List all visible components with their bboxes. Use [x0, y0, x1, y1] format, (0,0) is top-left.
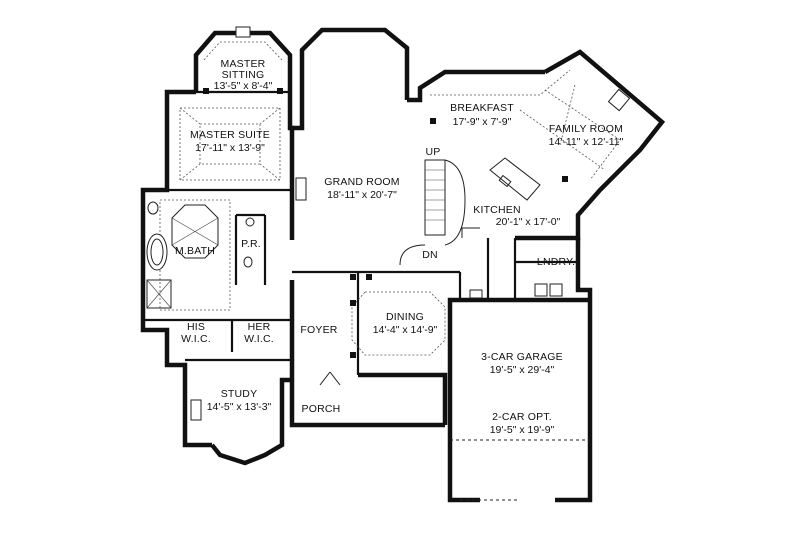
kitchen-island-icon: [489, 157, 541, 201]
range-icon: [469, 289, 483, 299]
family-room-dim: 14'-11" x 12'-11": [549, 136, 624, 148]
study-fireplace-icon: [190, 399, 202, 421]
pr-name: P.R.: [241, 238, 261, 250]
pr-toilet-icon: [243, 256, 253, 268]
master-sitting-name-1: MASTER: [221, 58, 266, 70]
master-suite-wall: [140, 89, 212, 448]
breakfast-dim: 17'-9" x 7'-9": [453, 116, 512, 128]
dining-dim: 14'-4" x 14'-9": [373, 324, 438, 336]
fireplace-icon: [295, 177, 307, 201]
garage-left-wall: [447, 297, 480, 503]
master-sitting-dim: 13'-5" x 8'-4": [214, 80, 273, 92]
garage-opt-dim: 19'-5" x 19'-9": [490, 424, 555, 436]
bath-vanity-icon: [171, 204, 219, 259]
her-wic-name-2: W.I.C.: [244, 333, 274, 345]
front-door-icon: [319, 371, 341, 386]
porch-wall: [289, 385, 445, 428]
master-suite-dim: 17'-11" x 13'-9": [195, 142, 265, 154]
master-sitting-name-2: SITTING: [222, 69, 265, 81]
grand-room-bay-wall: [292, 27, 410, 131]
stair-down-label: DN: [422, 249, 438, 261]
bathtub-icon: [146, 233, 168, 271]
garage-dim: 19'-5" x 29'-4": [490, 364, 555, 376]
grand-room-name: GRAND ROOM: [324, 176, 400, 188]
shower-icon: [146, 279, 172, 309]
pr-sink-icon: [245, 217, 255, 227]
fixtures: [146, 26, 631, 501]
breakfast-wall: [407, 69, 545, 103]
sitting-fireplace-icon: [235, 26, 251, 38]
garage-name: 3-CAR GARAGE: [481, 351, 563, 363]
toilet-icon: [147, 201, 159, 215]
study-dim: 14'-5" x 13'-3": [207, 401, 272, 413]
her-wic-name-1: HER: [248, 321, 271, 333]
family-fireplace-icon: [607, 88, 631, 112]
washer-icon: [534, 283, 548, 297]
exterior-walls: [140, 27, 666, 503]
staircase-icon: [399, 159, 466, 266]
grand-room-dim: 18'-11" x 20'-7": [327, 189, 397, 201]
stair-up-label: UP: [426, 146, 441, 158]
ceiling-details: [159, 41, 621, 356]
kitchen-dim: 20'-1" x 17'-0": [496, 216, 561, 228]
garage-wall: [555, 300, 593, 503]
laundry-wall: [575, 238, 593, 300]
dining-front-wall: [358, 372, 448, 425]
m-bath-name: M.BATH: [175, 245, 215, 257]
master-suite-right-wall: [287, 92, 295, 240]
porch-name: PORCH: [302, 403, 341, 415]
study-name: STUDY: [221, 388, 258, 400]
study-wall: [210, 377, 292, 466]
his-wic-name-2: W.I.C.: [181, 333, 211, 345]
room-labels: MASTER SITTING 13'-5" x 8'-4" MASTER SUI…: [175, 58, 624, 436]
foyer-name: FOYER: [300, 324, 337, 336]
breakfast-name: BREAKFAST: [450, 102, 514, 114]
family-room-wall: [515, 49, 666, 241]
laundry-name: LNDRY.: [537, 256, 575, 268]
interior-walls: [143, 90, 578, 375]
his-wic-name-1: HIS: [187, 321, 205, 333]
dining-name: DINING: [386, 311, 424, 323]
kitchen-name: KITCHEN: [473, 204, 521, 216]
dryer-icon: [549, 283, 563, 297]
family-room-name: FAMILY ROOM: [549, 123, 623, 135]
garage-opt-name: 2-CAR OPT.: [492, 411, 552, 423]
master-suite-name: MASTER SUITE: [190, 129, 270, 141]
